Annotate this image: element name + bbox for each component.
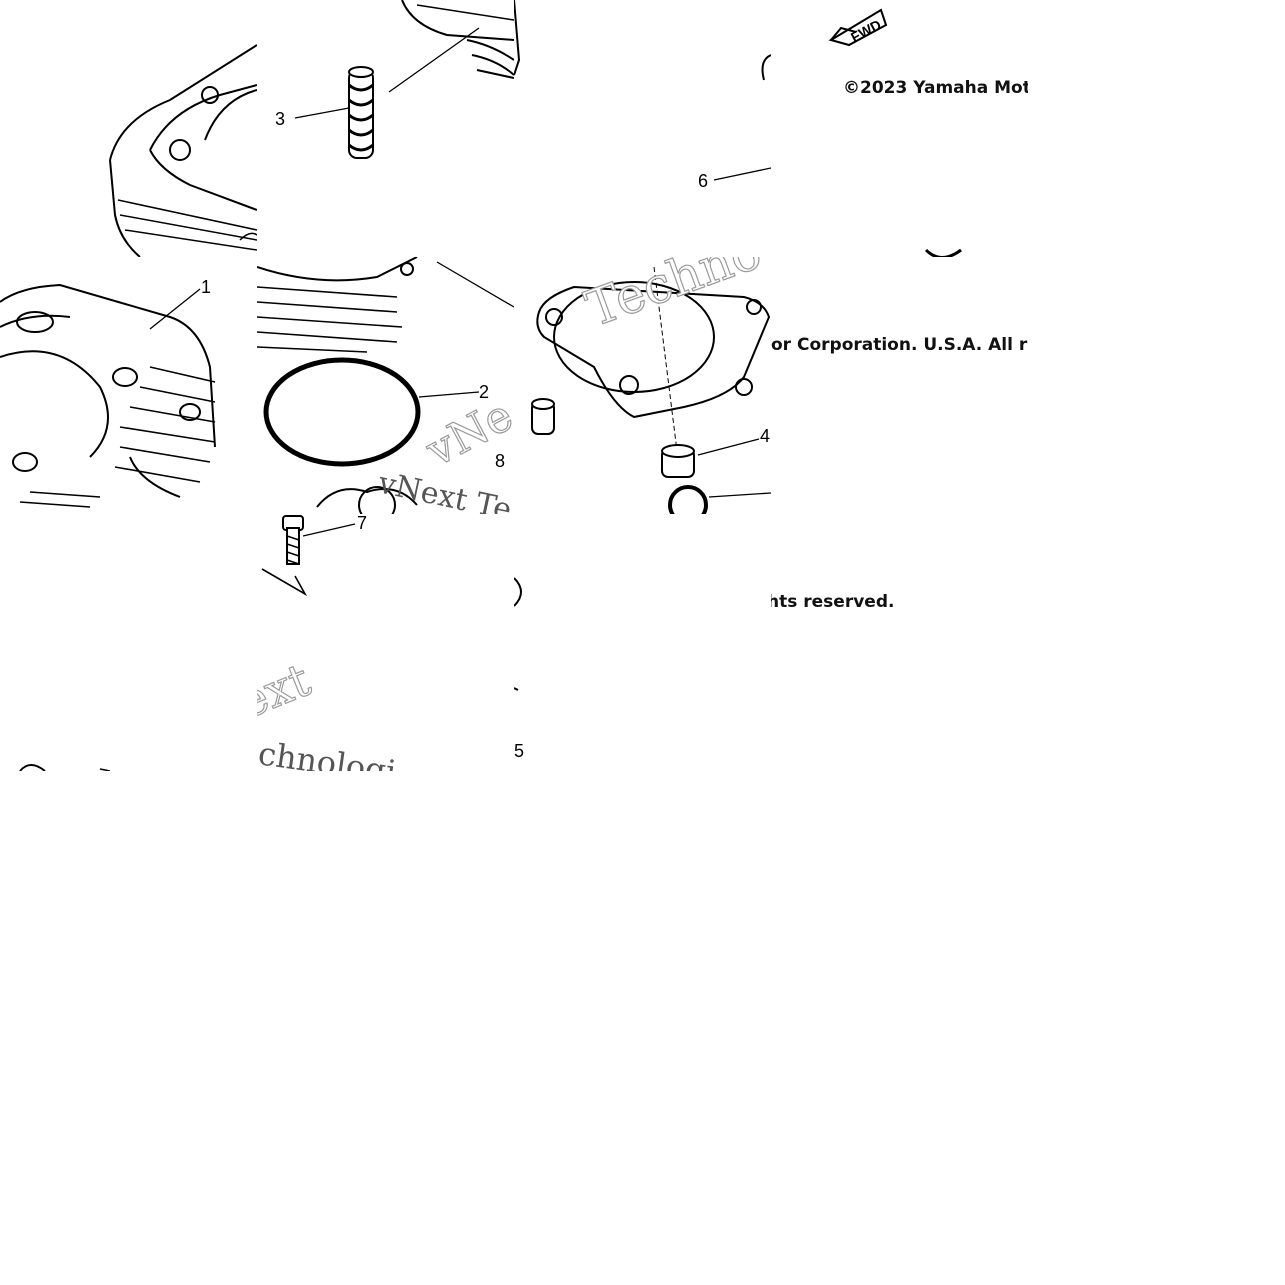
diagram-tile-callout-5: 5	[514, 514, 771, 771]
bolt-7-drawing: 7 ologie ext chnologi	[257, 514, 492, 771]
stud-drawing: 3	[275, 0, 514, 159]
oring-part	[263, 357, 421, 467]
copyright-line-1: ©2023 Yamaha Mot	[843, 78, 1028, 98]
gasket-drawing: 4 Techno	[531, 257, 771, 514]
fwd-arrow-icon: FWD	[828, 8, 962, 257]
callout-8: 8	[495, 451, 505, 471]
dowel-pin-4	[661, 444, 695, 478]
watermark-ext: ext	[257, 652, 318, 729]
oring-drawing: 2 8 vNext Te vNe	[257, 257, 514, 514]
copyright-line-2: or Corporation. U.S.A. All rig	[771, 335, 1028, 355]
diagram-tile-bolt-7: 7 ologie ext chnologi	[257, 514, 514, 771]
stud-bolt	[348, 66, 374, 159]
bolt-part	[282, 515, 304, 565]
callout-6: 6	[698, 171, 708, 191]
callout-2: 2	[479, 382, 489, 402]
diagram-tile-lower-left	[0, 514, 257, 771]
callout-6-drawing: 6	[514, 0, 771, 191]
diagram-tile-cylinder-top	[0, 0, 257, 257]
lower-left-drawing	[19, 764, 111, 771]
dowel-pin-left	[531, 398, 555, 435]
callout-1: 1	[201, 277, 211, 297]
callout-5-drawing: 5	[514, 577, 524, 761]
watermark-chnologi: chnologi	[257, 734, 398, 771]
diagram-tile-oring: 2 8 vNext Te vNe	[257, 257, 514, 514]
cylinder-drawing: 1	[0, 277, 216, 508]
diagram-tile-stud: 3	[257, 0, 514, 257]
watermark-ologie: ologie	[387, 514, 492, 522]
diagram-tile-fwd: FWD ©2023 Yamaha Mot	[771, 0, 1028, 257]
diagram-tile-cylinder: 1	[0, 257, 257, 514]
diagram-tile-callout-6: 6	[514, 0, 771, 257]
callout-3: 3	[275, 109, 285, 129]
gasket-part	[536, 285, 771, 419]
diagram-tile-copyright-mid: or Corporation. U.S.A. All rig	[771, 257, 1028, 514]
callout-4: 4	[760, 426, 770, 446]
diagram-tile-gasket: 4 Techno	[514, 257, 771, 514]
callout-5: 5	[514, 741, 524, 761]
copyright-line-3: hts reserved.	[771, 592, 895, 612]
cylinder-top-drawing	[109, 44, 257, 257]
diagram-tile-copyright-end: hts reserved.	[771, 514, 1028, 771]
ring-fragment	[771, 524, 801, 564]
ring-part	[668, 485, 708, 514]
callout-7: 7	[357, 514, 367, 533]
